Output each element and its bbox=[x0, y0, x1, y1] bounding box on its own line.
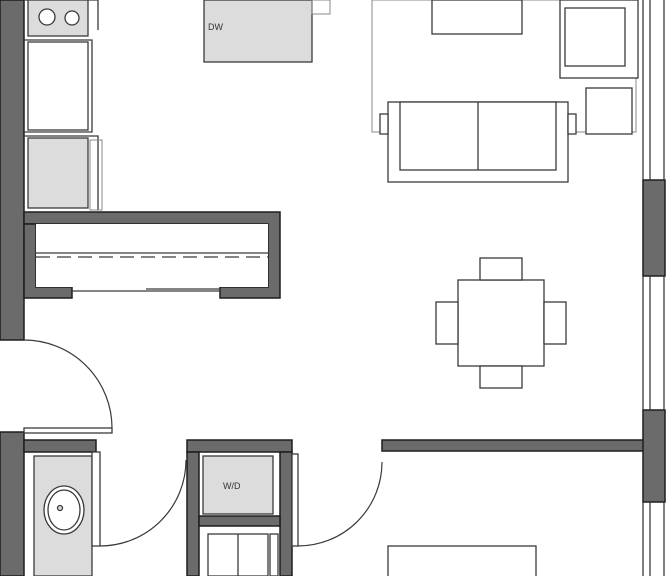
counter-segment bbox=[27, 41, 89, 131]
dining-set bbox=[435, 257, 567, 389]
stove-burner-icon bbox=[38, 8, 56, 26]
laundry-left-wall bbox=[186, 451, 200, 576]
washer-dryer-label: W/D bbox=[223, 481, 241, 491]
window-pier-lower bbox=[642, 409, 666, 503]
entry-door bbox=[23, 339, 113, 434]
dining-chair bbox=[479, 257, 523, 281]
dishwasher bbox=[203, 0, 313, 63]
bedroom-door-jamb bbox=[291, 453, 299, 547]
left-lower-wall bbox=[0, 431, 25, 576]
side-table bbox=[585, 87, 633, 135]
tv-console bbox=[431, 0, 523, 35]
laundry-divider-wall bbox=[198, 515, 281, 527]
bedroom-top-wall bbox=[381, 439, 653, 452]
closet bbox=[36, 224, 268, 292]
window-pier-upper bbox=[642, 179, 666, 277]
sink-basin bbox=[47, 489, 81, 531]
sofa bbox=[379, 101, 577, 183]
bath-door-jamb bbox=[91, 451, 101, 547]
laundry-top-wall bbox=[186, 439, 293, 453]
dishwasher-edge bbox=[311, 0, 331, 15]
laundry: W/D bbox=[202, 453, 383, 576]
bedroom-door-swing bbox=[297, 461, 383, 547]
stove-burner-icon bbox=[64, 10, 80, 26]
bath-top-wall bbox=[23, 439, 97, 453]
kitchen: DW bbox=[24, 0, 331, 211]
dining-chair bbox=[479, 365, 523, 389]
kitchen-counter-outline bbox=[24, 0, 99, 210]
laundry-right-wall bbox=[279, 451, 293, 576]
closet-interior bbox=[36, 224, 268, 287]
left-upper-wall bbox=[0, 0, 25, 341]
armchair bbox=[559, 0, 639, 79]
bath-door-swing bbox=[99, 459, 187, 547]
laundry-door-jamb bbox=[269, 533, 279, 576]
bathroom bbox=[33, 451, 187, 576]
dishwasher-label: DW bbox=[208, 22, 223, 32]
living-room bbox=[371, 0, 639, 183]
dining-chair bbox=[435, 301, 459, 345]
entry-door-swing bbox=[23, 339, 113, 429]
fridge-handle bbox=[89, 139, 103, 211]
refrigerator bbox=[27, 137, 89, 209]
washer-dryer bbox=[202, 455, 274, 515]
window-lines bbox=[642, 0, 665, 576]
sink-drain-icon bbox=[56, 504, 64, 512]
entry-door-leaf bbox=[23, 427, 113, 434]
dining-chair bbox=[543, 301, 567, 345]
dining-table bbox=[457, 279, 545, 367]
bed bbox=[387, 545, 537, 576]
